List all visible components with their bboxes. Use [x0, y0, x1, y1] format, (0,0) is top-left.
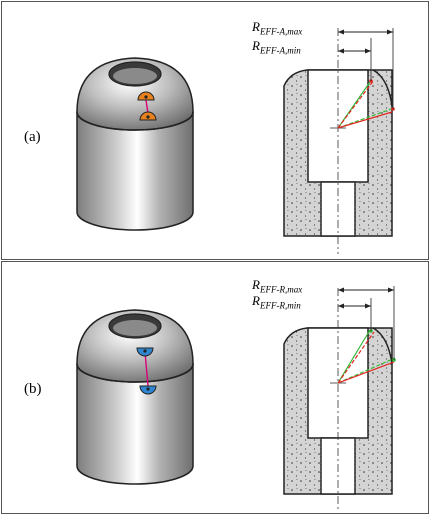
label-r-max-a: REFF-A,max [252, 19, 303, 37]
connector-bar-b [144, 351, 149, 387]
label-r-min-b: REFF-R,min [252, 293, 301, 311]
label-r-min-a: REFF-A,min [252, 38, 301, 56]
section-view-b [283, 286, 396, 512]
anchor-3d-b [76, 309, 194, 485]
figure-b [76, 286, 396, 512]
panel-b: (b) [1, 261, 429, 514]
label-r-max-b: REFF-R,max [252, 277, 303, 295]
panel-label-a: (a) [24, 129, 41, 145]
anchor-3d-a [76, 57, 194, 231]
panel-label-b: (b) [24, 381, 42, 397]
figure-a [76, 28, 395, 254]
panel-a: (a) [1, 1, 429, 260]
section-view-a [283, 28, 395, 254]
